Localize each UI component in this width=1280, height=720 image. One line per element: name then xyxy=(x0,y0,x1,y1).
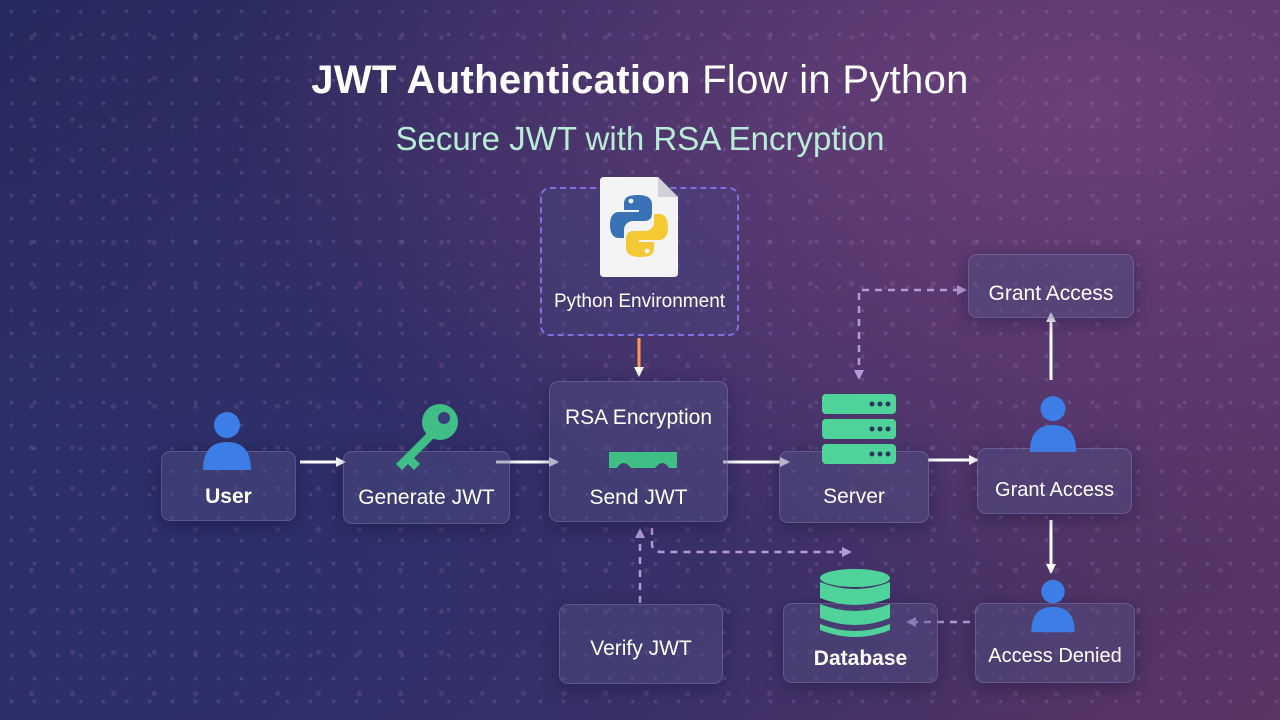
generate-jwt-node: Generate JWT xyxy=(343,451,510,524)
page-title: JWT Authentication Flow in Python xyxy=(311,58,969,102)
verify-jwt-node: Verify JWT xyxy=(559,604,723,684)
page-subtitle: Secure JWT with RSA Encryption xyxy=(395,120,885,157)
grant-access-label: Grant Access xyxy=(995,479,1114,501)
send-jwt-label: Send JWT xyxy=(589,486,688,509)
server-stack-icon xyxy=(822,394,896,464)
generate-jwt-label: Generate JWT xyxy=(358,486,495,509)
verify-jwt-label: Verify JWT xyxy=(590,637,692,660)
python-environment-label: Python Environment xyxy=(553,291,726,312)
access-denied-label: Access Denied xyxy=(988,645,1122,667)
arrow-server-to-grant-top xyxy=(857,285,967,378)
user-label: User xyxy=(205,485,252,508)
database-label: Database xyxy=(813,647,908,670)
python-file-icon xyxy=(600,177,678,277)
bridge-icon xyxy=(609,452,677,468)
python-environment-box: Python Environment xyxy=(540,177,739,336)
access-denied-node: Access Denied xyxy=(975,603,1135,683)
rsa-encryption-label: RSA Encryption xyxy=(564,406,713,429)
grant-user-icon xyxy=(1029,396,1077,452)
server-label: Server xyxy=(823,485,885,508)
user-icon xyxy=(203,412,251,470)
arrow-send-to-database xyxy=(650,528,852,557)
database-icon xyxy=(820,569,890,637)
key-icon xyxy=(396,404,458,470)
grant-access-top-label: Grant Access xyxy=(988,282,1114,305)
rsa-send-node: RSA Encryption Send JWT xyxy=(549,381,728,522)
denied-user-icon xyxy=(1031,579,1075,633)
grant-access-node: Grant Access xyxy=(977,448,1132,514)
grant-access-top-node: Grant Access xyxy=(968,254,1134,318)
